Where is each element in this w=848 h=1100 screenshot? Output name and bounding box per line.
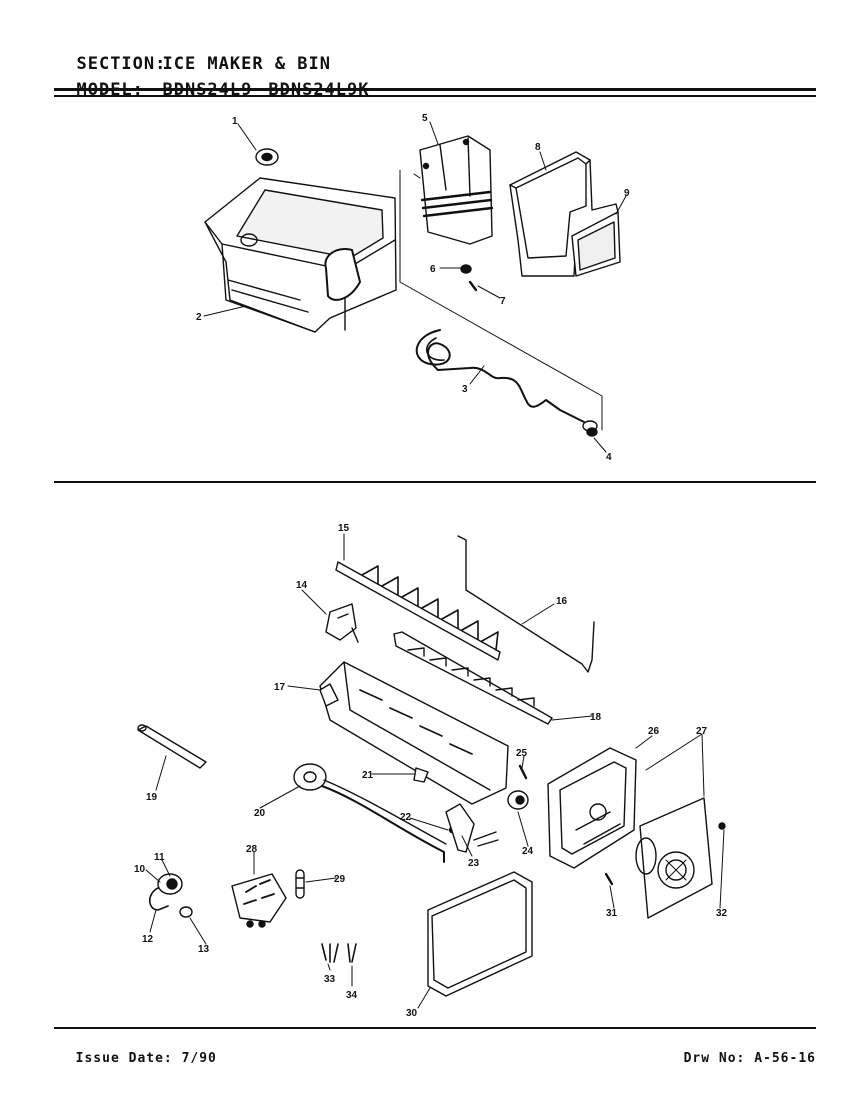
callout-1: 1: [232, 116, 238, 127]
callout-10: 10: [134, 864, 146, 875]
callout-23: 23: [468, 858, 480, 869]
callout-26: 26: [648, 726, 660, 737]
header-rule-top: [54, 88, 816, 91]
callout-14: 14: [296, 580, 308, 591]
callout-11: 11: [154, 852, 165, 863]
leader-lines: [145, 121, 725, 1009]
part-33-screws: [321, 943, 339, 963]
part-17-mold: [319, 661, 509, 805]
callout-27: 27: [696, 726, 708, 737]
part-28-switch: [231, 873, 287, 928]
part-9-gasket: [571, 211, 621, 277]
callout-12: 12: [142, 934, 154, 945]
part-20-harness: [293, 763, 447, 863]
part-5-housing: [419, 135, 494, 245]
section-label: SECTION:: [76, 54, 167, 74]
part-16-cover: [457, 535, 595, 673]
drawing-number-value: A-56-16: [754, 1051, 816, 1066]
header-rule-bottom: [54, 95, 816, 97]
part-26-housing: [547, 747, 637, 869]
callout-2: 2: [196, 312, 202, 323]
callout-18: 18: [590, 712, 602, 723]
part-21-clip: [413, 767, 429, 783]
issue-date: Issue Date: 7/90: [58, 1036, 217, 1066]
drawing-number: Drw No: A-56-16: [666, 1036, 816, 1066]
part-19-fill-tube: [137, 724, 207, 769]
part-27-motor-plate: [635, 797, 713, 919]
part-34-screws: [347, 943, 357, 963]
callout-15: 15: [338, 523, 350, 534]
callout-16: 16: [556, 596, 568, 607]
callout-17: 17: [274, 682, 286, 693]
callout-24: 24: [522, 846, 534, 857]
callout-22: 22: [400, 812, 412, 823]
callout-4: 4: [606, 452, 612, 463]
part-25-spring: [518, 764, 528, 780]
part-2-ice-bin: [204, 177, 397, 333]
callout-21: 21: [362, 770, 374, 781]
part-30-cover: [427, 871, 533, 997]
part-6-nut: [460, 264, 472, 274]
section-value: ICE MAKER & BIN: [162, 54, 332, 74]
callout-31: 31: [606, 908, 618, 919]
issue-date-label: Issue Date:: [75, 1051, 173, 1066]
part-31-screw: [604, 872, 614, 886]
callout-5: 5: [422, 113, 428, 124]
part-18-stripper: [393, 631, 553, 725]
section-line: SECTION:ICE MAKER & BIN: [54, 34, 347, 74]
callout-3: 3: [462, 384, 468, 395]
part-29-insulator: [295, 869, 305, 899]
callout-25: 25: [516, 748, 528, 759]
part-1-knob: [255, 148, 279, 166]
footer-rule: [54, 1027, 816, 1029]
part-23-bracket: [445, 803, 475, 853]
drawing-number-label: Drw No:: [683, 1051, 746, 1066]
part-10-11-valve: [148, 873, 183, 911]
callout-28: 28: [246, 844, 258, 855]
part-24-coupler: [507, 790, 529, 810]
part-4-connector: [582, 420, 598, 437]
part-3-heater-wire: [415, 329, 585, 423]
callout-9: 9: [624, 188, 630, 199]
callout-8: 8: [535, 142, 541, 153]
callout-32: 32: [716, 908, 728, 919]
part-14-bracket: [325, 603, 359, 643]
callout-13: 13: [198, 944, 210, 955]
callout-19: 19: [146, 792, 158, 803]
callout-33: 33: [324, 974, 336, 985]
callout-29: 29: [334, 874, 346, 885]
issue-date-value: 7/90: [181, 1051, 217, 1066]
callout-34: 34: [346, 990, 358, 1001]
part-32-screw: [718, 822, 726, 830]
part-7-screw: [468, 280, 478, 292]
section-divider: [54, 481, 816, 483]
callout-7: 7: [500, 296, 506, 307]
callout-labels: 1 2 3 4 5 6 7 8 9 14 15 16 17 18 19 20 2…: [134, 113, 728, 1019]
callout-20: 20: [254, 808, 266, 819]
part-13-clamp: [179, 906, 193, 918]
callout-6: 6: [430, 264, 436, 275]
callout-30: 30: [406, 1008, 418, 1019]
part-15-ejector: [335, 561, 501, 661]
